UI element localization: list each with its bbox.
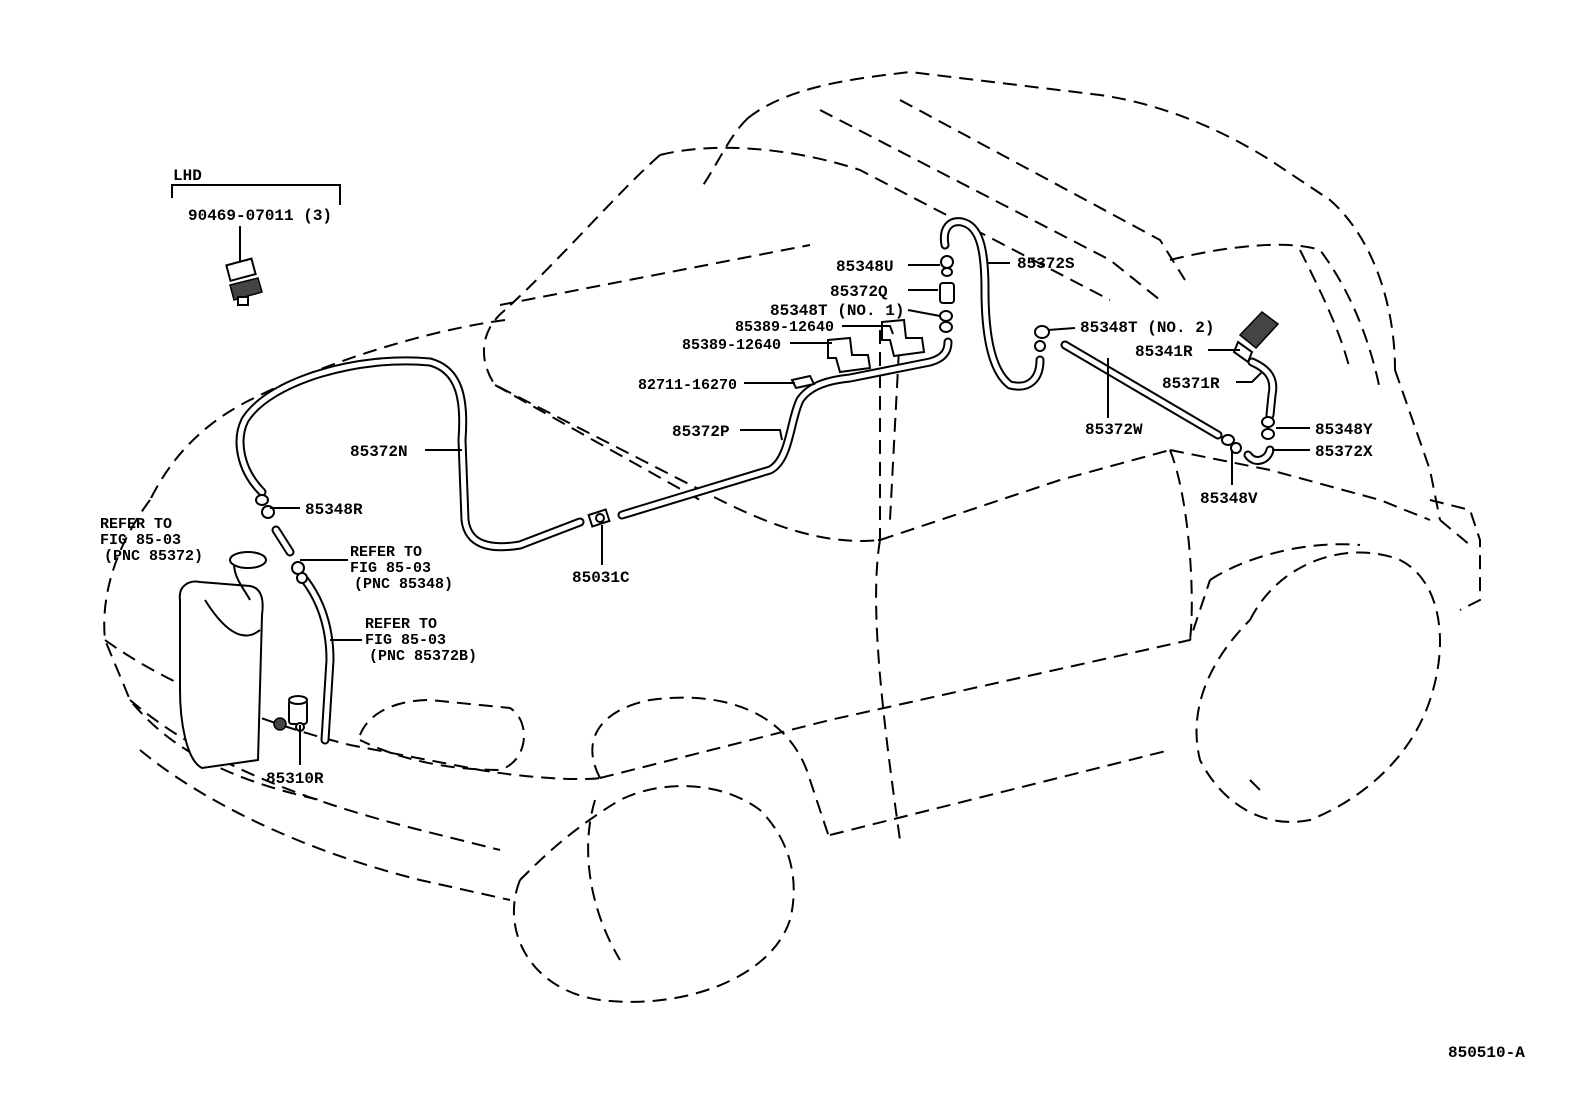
pump-85310R [273,695,308,732]
label-85372S: 85372S [1017,255,1075,273]
joint-85348U [940,255,954,269]
ref-line: REFER TO [100,516,172,533]
ref-note-85372: REFER TO FIG 85-03 (PNC 85372) [100,516,203,565]
label-85372X: 85372X [1315,443,1373,461]
ref-line: (PNC 85372B) [369,648,477,665]
label-85372P: 85372P [672,423,730,441]
label-85348Y: 85348Y [1315,421,1373,439]
label-85348T-no2: 85348T (NO. 2) [1080,319,1214,337]
label-85348V: 85348V [1200,490,1258,508]
ref-line: REFER TO [365,616,437,633]
joint-85348R [255,494,269,506]
clamp-85389-b [881,318,926,358]
vehicle-outline [103,70,1481,1003]
label-85372W: 85372W [1085,421,1143,439]
ref-line: (PNC 85348) [354,576,453,593]
label-85389-12640-b: 85389-12640 [682,337,781,354]
hose-85372Q [939,282,955,304]
ref-line: FIG 85-03 [365,632,446,649]
ref-note-85372B: REFER TO FIG 85-03 (PNC 85372B) [365,616,477,665]
nozzle-85341R [1232,311,1280,364]
label-lhd: LHD [173,167,202,185]
clip-82711 [790,374,816,390]
labels: LHD 90469-07011 (3) 85348U 85372S 85372Q… [100,167,1525,1062]
label-85348T-no1: 85348T (NO. 1) [770,302,904,320]
label-85341R: 85341R [1135,343,1193,361]
label-85372Q: 85372Q [830,283,888,301]
joint-85348T-no2 [1034,325,1050,339]
ref-note-85348: REFER TO FIG 85-03 (PNC 85348) [350,544,453,593]
ref-line: (PNC 85372) [104,548,203,565]
label-90469-07011: 90469-07011 (3) [188,207,332,225]
joint-85348Y [1261,416,1275,428]
label-85348U: 85348U [836,258,894,276]
clip-lhd-part [225,257,263,306]
figure-id: 850510-A [1448,1044,1525,1062]
label-85389-12640-a: 85389-12640 [735,319,834,336]
washer-tank [178,551,267,770]
joint-85348V [1221,434,1235,446]
ref-line: FIG 85-03 [350,560,431,577]
ref-line: REFER TO [350,544,422,561]
label-85348R: 85348R [305,501,363,519]
label-85031C: 85031C [572,569,630,587]
label-85310R: 85310R [266,770,324,788]
joint-85348T-no1 [939,310,953,322]
label-85372N: 85372N [350,443,408,461]
check-valve-85031C [587,508,611,528]
clamp-85389-a [827,336,872,374]
label-85371R: 85371R [1162,375,1220,393]
label-82711-16270: 82711-16270 [638,377,737,394]
ref-line: FIG 85-03 [100,532,181,549]
hoses [235,217,1278,745]
leader-lines [171,184,1310,765]
